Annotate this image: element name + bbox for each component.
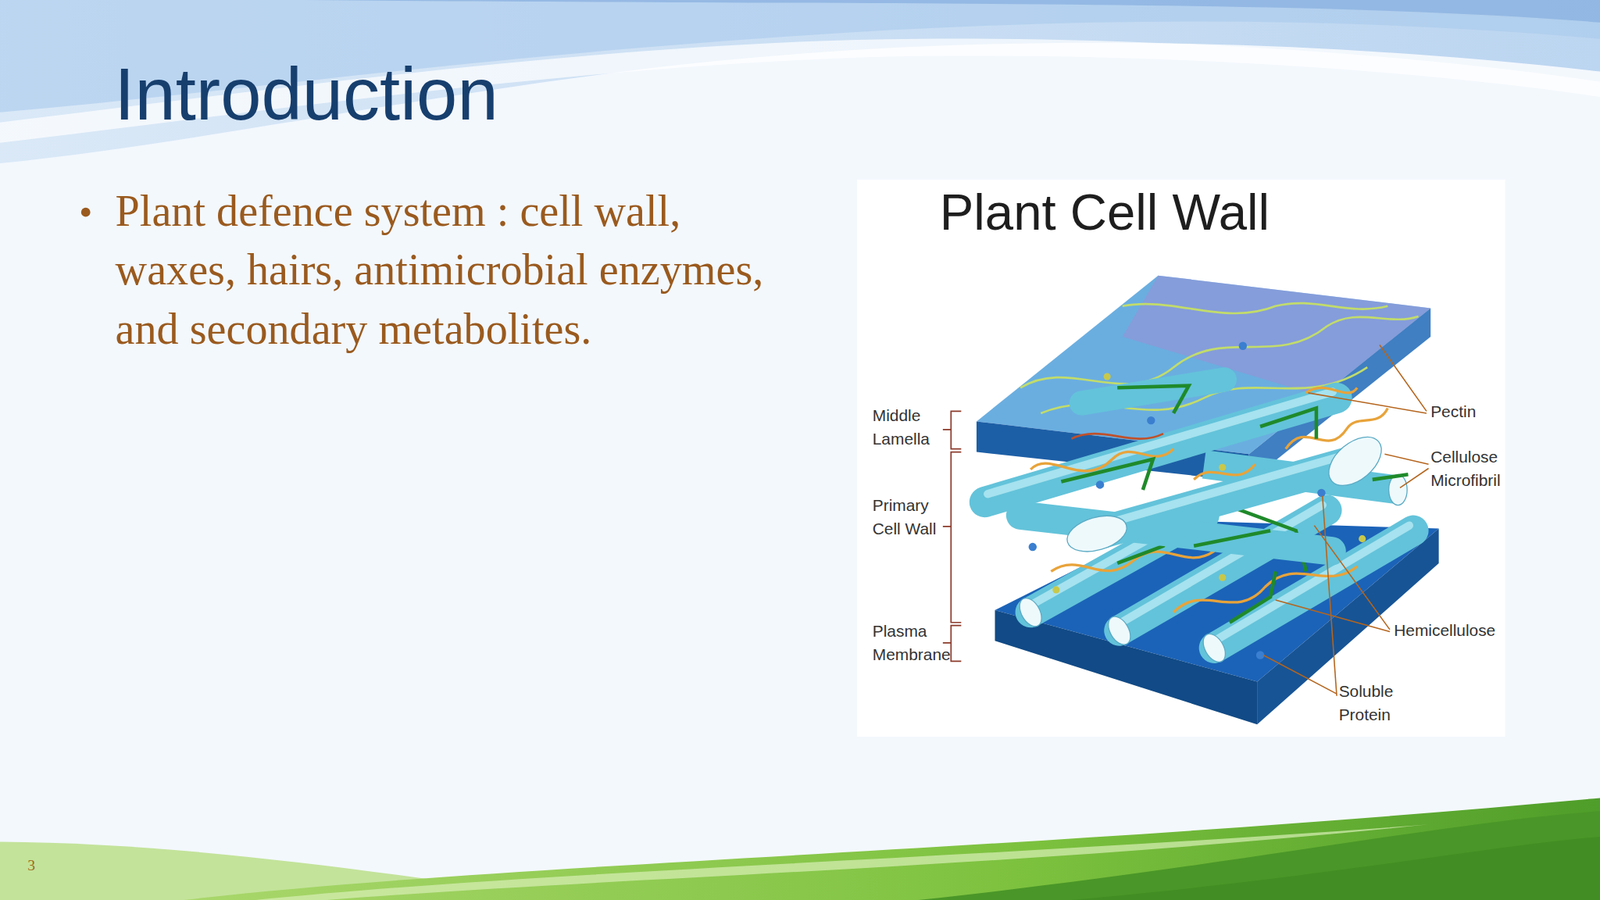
part-label: Plasma Membrane	[872, 619, 949, 667]
part-label: Middle Lamella	[872, 403, 949, 451]
part-label: Pectin	[1430, 400, 1504, 424]
figure-panel	[857, 179, 1505, 737]
part-label: Soluble Protein	[1339, 679, 1407, 727]
upper-fibres	[1028, 385, 1409, 660]
part-label: Cellulose Microfibril	[1430, 444, 1504, 492]
bullet-dot	[81, 207, 91, 218]
figure-title: Plant Cell Wall	[857, 181, 1352, 243]
part-label: Primary Cell Wall	[872, 493, 949, 541]
part-label: Hemicellulose	[1393, 618, 1501, 643]
top-waves	[0, 0, 1600, 164]
upper-cellulose-tubes	[984, 379, 1408, 558]
slide-title: Introduction	[114, 57, 498, 131]
bottom-hills	[0, 797, 1600, 900]
page-number: 3	[27, 856, 36, 875]
lower-cellulose-tubes	[1014, 505, 1414, 667]
bullet-text: Plant defence system : cell wall, waxes,…	[115, 181, 779, 359]
layer-brackets	[942, 410, 962, 661]
leader-lines	[1263, 344, 1429, 696]
